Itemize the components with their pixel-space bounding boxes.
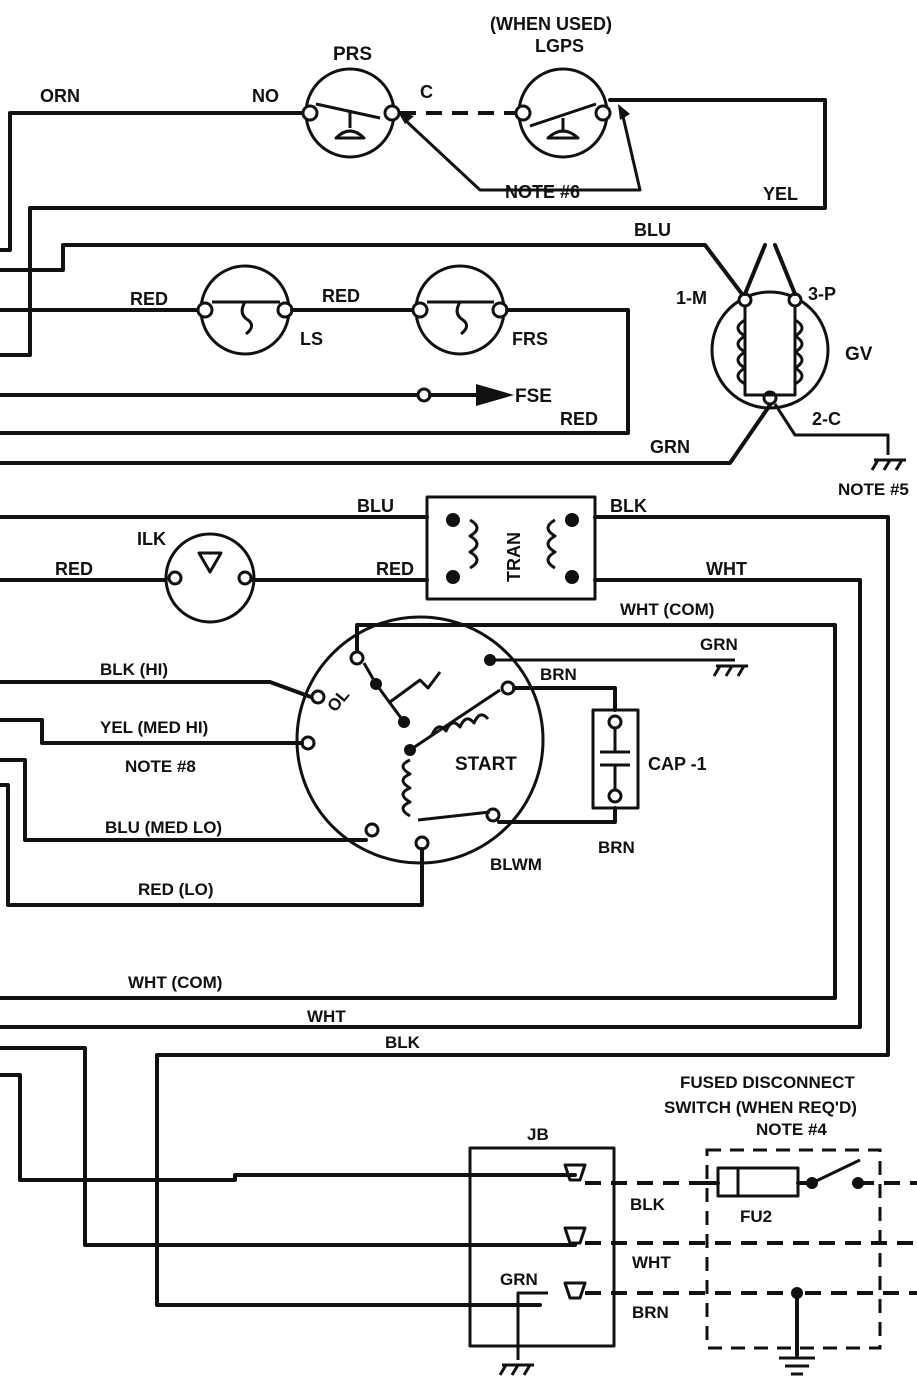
grn-gv-wire (0, 403, 772, 465)
yel-wire (0, 98, 827, 357)
yel-med-hi-label: YEL (MED HI) (100, 718, 208, 737)
blu-gv-label: BLU (634, 220, 671, 240)
brn-bottom-label: BRN (598, 838, 635, 857)
red-lo-wire (0, 783, 424, 907)
when-used-label: (WHEN USED) (490, 14, 612, 34)
blu-med-lo-wire (0, 758, 368, 842)
fused-disconnect-line1: FUSED DISCONNECT (680, 1073, 855, 1092)
fse-label: FSE (515, 386, 552, 407)
red-ls-in-label: RED (130, 289, 168, 309)
blk-tran-label: BLK (610, 496, 647, 516)
wht-com-top-label: WHT (COM) (620, 600, 714, 619)
blower-motor-group (0, 615, 837, 1000)
gas-valve-group (0, 243, 906, 471)
fu2-label: FU2 (740, 1207, 772, 1226)
ls-label: LS (300, 329, 323, 349)
start-label: START (455, 754, 517, 775)
grn-motor-label: GRN (700, 635, 738, 654)
red-ilk-in-label: RED (55, 559, 93, 579)
brn-top-wire (512, 686, 617, 712)
jb-wht-label: WHT (632, 1253, 671, 1272)
orn-label: ORN (40, 86, 80, 106)
no-terminal-label: NO (252, 86, 279, 106)
blwm-label: BLWM (490, 855, 542, 874)
red-fse-wire (0, 308, 630, 435)
ls-switch (199, 264, 291, 356)
grn-gv-label: GRN (650, 437, 690, 457)
fused-disconnect-note: NOTE #4 (756, 1120, 827, 1139)
junction-box-group (0, 1046, 917, 1376)
cap1-label: CAP -1 (648, 754, 707, 774)
gv-label: GV (845, 344, 873, 365)
blower-motor (295, 615, 545, 865)
transformer (425, 495, 597, 601)
fuse-fu2 (716, 1166, 800, 1198)
blu-med-lo-label: BLU (MED LO) (105, 818, 222, 837)
blk-tran-wire (155, 515, 890, 1307)
wht-bottom-wire (0, 1046, 577, 1247)
ilk-label: ILK (137, 529, 166, 549)
lgps-label: LGPS (535, 36, 584, 56)
jb-blk-label: BLK (630, 1195, 666, 1214)
red-ls-frs-label: RED (322, 286, 360, 306)
frs-label: FRS (512, 329, 548, 349)
jb-grn-label: GRN (500, 1270, 538, 1289)
fused-disconnect-group (703, 1148, 917, 1376)
note8-label: NOTE #8 (125, 757, 196, 776)
frs-switch (414, 264, 506, 356)
jb-brn-label: BRN (632, 1303, 669, 1322)
blk-hi-label: BLK (HI) (100, 660, 168, 679)
wht-bottom-label: WHT (307, 1007, 346, 1026)
blk-bottom-label: BLK (385, 1033, 421, 1052)
tran-label: TRAN (504, 532, 524, 582)
wht-com-bottom-label: WHT (COM) (128, 973, 222, 992)
gv-1m-label: 1-M (676, 288, 707, 308)
blu-gv-wire (0, 243, 747, 300)
blk-hi-wire (0, 680, 313, 699)
gv-3p-label: 3-P (808, 284, 836, 304)
orn-wire (0, 111, 307, 252)
note6-label: NOTE #6 (505, 182, 580, 202)
red-tran-label: RED (376, 559, 414, 579)
brn-bottom-wire (497, 806, 617, 824)
yel-label: YEL (763, 184, 798, 204)
labels: (WHEN USED) LGPS PRS ORN NO C NOTE #6 YE… (40, 14, 909, 1322)
brn-top-label: BRN (540, 665, 577, 684)
c-terminal-label: C (420, 82, 433, 102)
yel-med-hi-wire (0, 718, 304, 745)
fused-disconnect-line2: SWITCH (WHEN REQ'D) (664, 1098, 857, 1117)
note5-label: NOTE #5 (838, 480, 909, 499)
gv-2c-label: 2-C (812, 409, 841, 429)
wht-tran-label: WHT (706, 559, 747, 579)
prs-switch-group (0, 67, 827, 357)
transformer-group (0, 495, 890, 1307)
lgps-switch (517, 67, 609, 159)
prs-label: PRS (333, 44, 372, 65)
junction-box (468, 1146, 616, 1348)
red-fse-label: RED (560, 409, 598, 429)
limit-switch-group (0, 243, 747, 435)
blu-tran-label: BLU (357, 496, 394, 516)
ol-label: OL (324, 685, 354, 715)
red-lo-label: RED (LO) (138, 880, 214, 899)
jb-label: JB (527, 1125, 549, 1144)
jb-blk-in-wire (0, 1073, 577, 1182)
wht-tran-wire (0, 578, 862, 1029)
